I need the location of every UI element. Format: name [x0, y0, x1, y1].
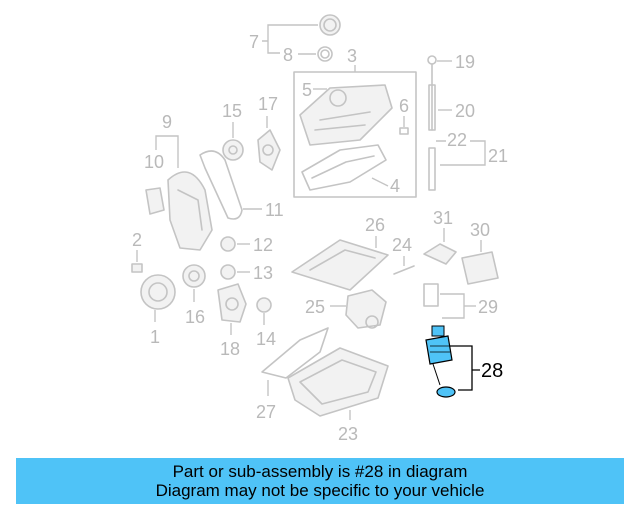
part-27-gasket	[261, 327, 329, 379]
label-23: 23	[338, 424, 358, 444]
part-30-oil-cooler	[461, 251, 499, 285]
part-18-oil-pump	[217, 283, 247, 323]
label-26: 26	[365, 215, 385, 235]
label-1: 1	[150, 327, 160, 347]
label-13: 13	[253, 263, 273, 283]
label-18: 18	[220, 339, 240, 359]
part-20-tube	[428, 84, 436, 131]
part-23-oil-pan	[287, 347, 389, 417]
part-7-oil-cap	[319, 14, 341, 36]
part-14-seal	[256, 297, 272, 313]
info-banner: Part or sub-assembly is #28 in diagram D…	[16, 458, 624, 504]
label-11: 11	[265, 200, 284, 220]
part-1-crank-pulley	[140, 274, 176, 310]
part-21-dipstick-guide	[428, 147, 436, 191]
label-8: 8	[283, 45, 293, 65]
banner-line-2: Diagram may not be specific to your vehi…	[155, 481, 485, 500]
part-25-oil-pump	[345, 289, 387, 329]
part-13-idler	[220, 264, 236, 280]
label-17: 17	[258, 94, 278, 114]
part-16-gear	[182, 264, 206, 288]
part-26-baffle	[291, 239, 389, 291]
part-28-oil-filter-housing	[425, 325, 456, 398]
label-6: 6	[399, 96, 409, 116]
label-25: 25	[305, 297, 325, 317]
part-4-gasket	[301, 144, 387, 191]
part-12-idler	[220, 236, 236, 252]
label-21: 21	[488, 146, 508, 166]
label-5: 5	[302, 80, 312, 100]
label-19: 19	[455, 52, 475, 72]
part-2-bolt	[131, 263, 143, 273]
part-6-sensor	[399, 127, 409, 135]
label-31: 31	[433, 208, 453, 228]
label-3: 3	[347, 46, 357, 66]
label-12: 12	[253, 235, 273, 255]
label-30: 30	[470, 220, 490, 240]
label-15: 15	[222, 101, 242, 121]
part-9-timing-cover	[167, 171, 213, 251]
part-24-gasket	[393, 265, 415, 275]
label-24: 24	[392, 235, 412, 255]
part-17-tensioner	[257, 129, 281, 171]
label-16: 16	[185, 307, 205, 327]
label-10: 10	[144, 152, 164, 172]
part-10-cover	[145, 187, 165, 215]
banner-line-1: Part or sub-assembly is #28 in diagram	[172, 462, 468, 481]
label-14: 14	[256, 329, 276, 349]
label-9: 9	[162, 112, 172, 132]
part-31-bracket	[423, 243, 457, 265]
parts-diagram: 7 8 3 4 5 6 19 20 22 21 9 10	[131, 14, 508, 444]
label-27: 27	[256, 402, 276, 422]
part-15-pulley	[222, 139, 244, 161]
label-2: 2	[132, 230, 142, 250]
part-29-filter-element	[423, 283, 439, 307]
label-7: 7	[249, 32, 259, 52]
leader-28	[450, 345, 480, 391]
label-4: 4	[390, 176, 400, 196]
label-20: 20	[455, 101, 475, 121]
part-3-valve-cover	[299, 84, 393, 146]
label-28: 28	[481, 360, 503, 382]
label-29: 29	[478, 297, 498, 317]
part-8-seal	[317, 46, 333, 62]
part-19-dipstick	[427, 55, 437, 131]
part-11-timing-belt	[199, 150, 243, 220]
label-22: 22	[447, 130, 467, 150]
